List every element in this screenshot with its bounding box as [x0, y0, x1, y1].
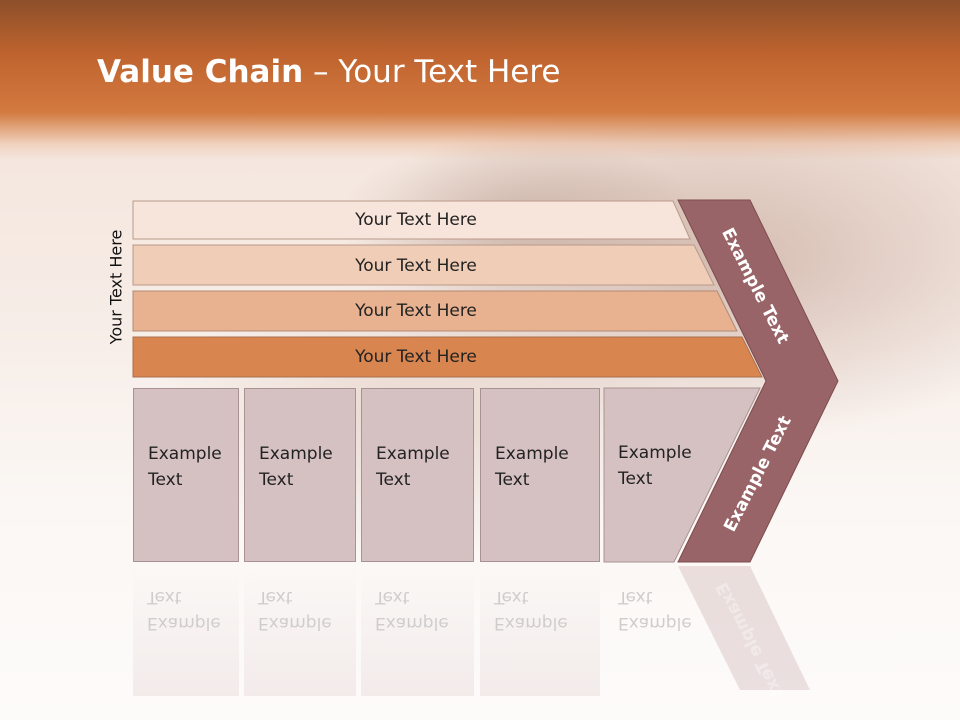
box-4-line2: Text [495, 470, 530, 490]
box-2-line1: Example [259, 444, 333, 464]
activity-box-4: Example Text [480, 388, 600, 562]
box-1-line1: Example [148, 444, 222, 464]
row-label-1: Your Text Here [355, 210, 477, 230]
box-5-line2: Text [618, 469, 653, 489]
row-bar-4 [132, 336, 763, 378]
box-3-line2: Text [376, 470, 411, 490]
row-label-4: Your Text Here [355, 347, 477, 367]
row-bar-3 [132, 290, 738, 332]
activity-box-1: Example Text [133, 388, 239, 562]
side-label: Your Text Here [106, 229, 126, 345]
activity-box-2: Example Text [244, 388, 356, 562]
row-bar-1 [132, 200, 691, 240]
header-band [0, 0, 960, 160]
chevron-reflection [678, 566, 810, 690]
activity-box-5: Example Text [604, 388, 714, 562]
row-label-3: Your Text Here [355, 301, 477, 321]
page-title: Value Chain – Your Text Here [97, 54, 560, 90]
box-3-line1: Example [376, 444, 450, 464]
chevron-arrow [677, 199, 839, 563]
title-bold: Value Chain [97, 54, 304, 90]
activity-box-3: Example Text [361, 388, 474, 562]
box-4-line1: Example [495, 444, 569, 464]
box-5-shape [603, 387, 761, 563]
box-1-line2: Text [148, 470, 183, 490]
box-2-line2: Text [259, 470, 294, 490]
box-5-line1: Example [618, 443, 692, 463]
title-rest: – Your Text Here [303, 54, 561, 90]
row-bar-2 [132, 244, 715, 286]
row-label-2: Your Text Here [355, 256, 477, 276]
